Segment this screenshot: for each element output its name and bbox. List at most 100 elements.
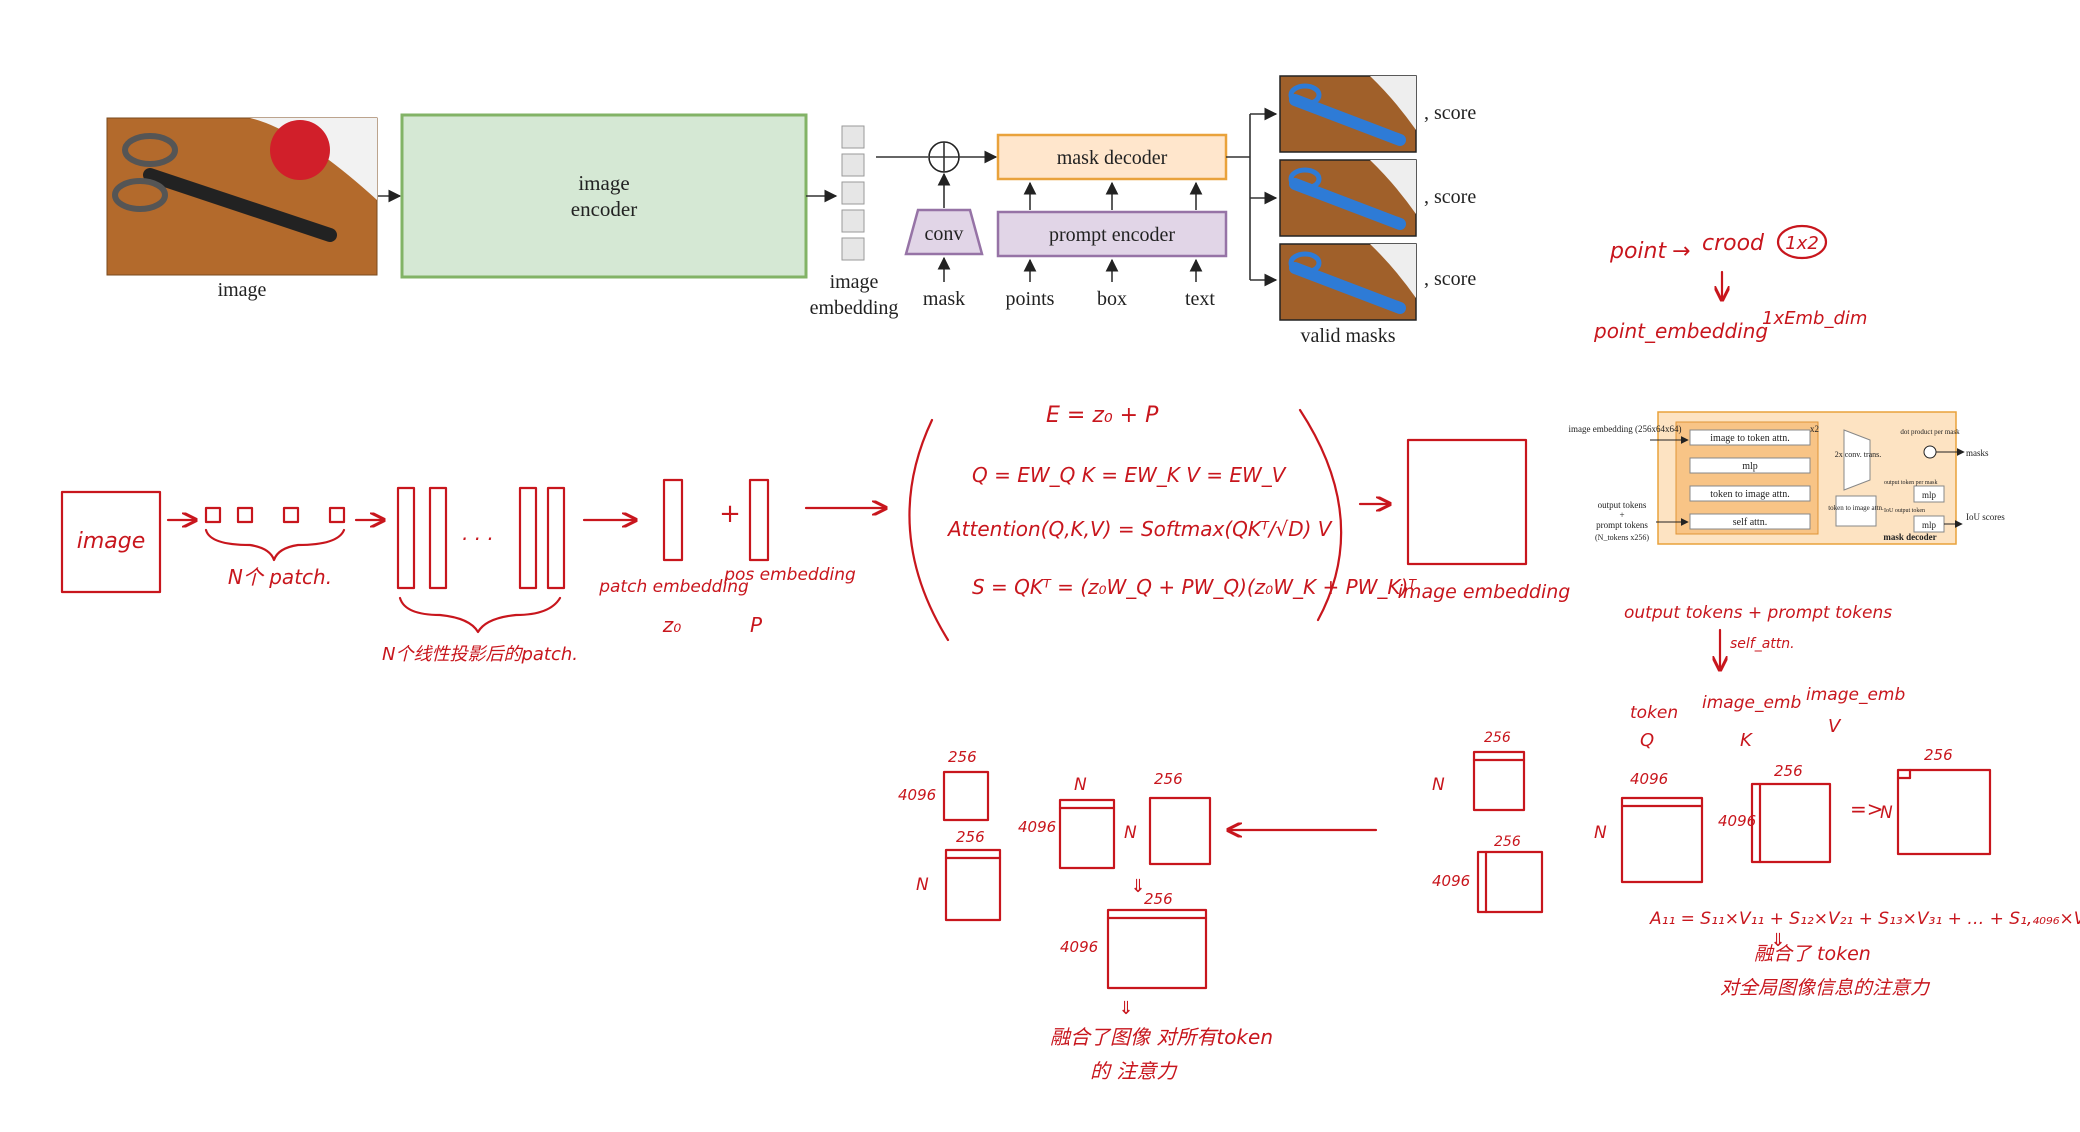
fig-plus: + bbox=[1619, 510, 1624, 520]
a11-equation: A₁₁ = S₁₁×V₁₁ + S₁₂×V₂₁ + S₁₃×V₃₁ + … + … bbox=[1649, 909, 2080, 929]
dim-256-b: 256 bbox=[1924, 746, 1953, 764]
qkv-equation: Q = EW_Q K = EW_K V = EW_V bbox=[972, 463, 1287, 487]
dim-4096-f: 4096 bbox=[1060, 938, 1098, 956]
self-attn-label: self_attn. bbox=[1730, 636, 1795, 652]
prompt-encoder-label: prompt encoder bbox=[1049, 224, 1175, 246]
fig-iou-scores: IoU scores bbox=[1966, 512, 2005, 522]
dim-n-a: N bbox=[1594, 823, 1607, 843]
embedding-label-2: embedding bbox=[810, 297, 899, 319]
z0-label: z₀ bbox=[662, 613, 682, 637]
note-arrow: → bbox=[1672, 239, 1690, 264]
dim-256-f: 256 bbox=[956, 828, 985, 846]
fig-x2: x2 bbox=[1810, 424, 1819, 434]
note-shape: 1x2 bbox=[1785, 233, 1819, 254]
n-patch-label: N个 patch. bbox=[228, 565, 332, 589]
pos-embedding-label: pos embedding bbox=[723, 565, 856, 585]
mask-output-3 bbox=[1279, 243, 1417, 321]
mask-input-label: mask bbox=[923, 288, 965, 310]
valid-masks-label: valid masks bbox=[1301, 325, 1396, 347]
notes-result-matrices: 256 4096 256 N N 4096 256 N ⇓ 256 4096 ⇓… bbox=[898, 748, 1273, 1083]
note-point-embedding: point_embedding bbox=[1593, 319, 1768, 343]
dim-n-b: N bbox=[1880, 803, 1893, 823]
patch-embedding-label: patch embedding bbox=[598, 577, 749, 597]
image-box bbox=[60, 490, 162, 594]
dim-4096-d: 4096 bbox=[898, 786, 936, 804]
tokens-line: output tokens + prompt tokens bbox=[1624, 603, 1892, 623]
v-label: V bbox=[1828, 716, 1842, 737]
conv-label: conv bbox=[925, 223, 964, 245]
mask-decoder-block bbox=[996, 133, 1228, 181]
image-embedding-label: image embedding bbox=[1398, 581, 1571, 603]
fig-mlp-2: mlp bbox=[1922, 490, 1937, 500]
fig-iou-output-token: IoU output token bbox=[1884, 508, 1925, 514]
input-photo bbox=[106, 117, 378, 276]
mask-decoder-label: mask decoder bbox=[1057, 147, 1168, 169]
plus-sign: + bbox=[719, 499, 741, 529]
fused-token-1: 融合了 token bbox=[1754, 943, 1871, 965]
dim-256-a: 256 bbox=[1774, 762, 1803, 780]
image-emb-k-label: image_emb bbox=[1702, 693, 1801, 713]
image-box-label: image bbox=[77, 529, 146, 554]
prompt-encoder-block bbox=[996, 210, 1228, 258]
k-label: K bbox=[1740, 730, 1753, 751]
attention-equation: Attention(Q,K,V) = Softmax(QKᵀ/√D) V bbox=[946, 517, 1333, 541]
fig-token-to-image-2: token to image attn. bbox=[1828, 504, 1884, 512]
s-equation: S = QKᵀ = (z₀W_Q + PW_Q)(z₀W_K + PW_K)ᵀ bbox=[972, 575, 1417, 599]
svg-text:⇓: ⇓ bbox=[1118, 998, 1133, 1019]
score-label-3: , score bbox=[1424, 268, 1476, 290]
dim-256-d: 256 bbox=[1494, 834, 1521, 850]
dim-4096-e: 4096 bbox=[1018, 818, 1056, 836]
fig-mlp-3: mlp bbox=[1922, 520, 1937, 530]
fig-output-tokens: output tokens bbox=[1598, 500, 1647, 510]
notes-cross-attention: output tokens + prompt tokens self_attn.… bbox=[1228, 603, 2080, 999]
fig-self-attn: self attn. bbox=[1733, 517, 1767, 528]
image-embedding-box bbox=[1406, 438, 1528, 566]
p-label: P bbox=[750, 613, 763, 637]
fig-image-to-token: image to token attn. bbox=[1710, 433, 1789, 444]
fig-token-to-image: token to image attn. bbox=[1710, 489, 1789, 500]
notes-vit-flow: image N个 patch. . . . N个线性投影后的patch. + p… bbox=[60, 403, 1571, 665]
note-coord: crood bbox=[1702, 231, 1765, 256]
mask-decoder-figure: image to token attn. mlp token to image … bbox=[1569, 411, 2005, 545]
fig-dot-product: dot product per mask bbox=[1900, 428, 1960, 436]
notes-point-embedding: point → crood 1x2 point_embedding 1xEmb_… bbox=[1593, 224, 1867, 343]
token-label: token bbox=[1630, 703, 1678, 723]
fig-output-token-per-mask: output token per mask bbox=[1884, 480, 1938, 486]
mask-output-2 bbox=[1279, 159, 1417, 237]
points-label: points bbox=[1006, 288, 1055, 310]
box-label: box bbox=[1097, 288, 1127, 310]
fig-mlp: mlp bbox=[1742, 461, 1758, 472]
score-label-2: , score bbox=[1424, 186, 1476, 208]
dim-256-c: 256 bbox=[1484, 730, 1511, 746]
dim-4096-a: 4096 bbox=[1630, 770, 1668, 788]
embedding-label-1: image bbox=[830, 271, 879, 293]
fused-image-1: 融合了图像 对所有token bbox=[1050, 1025, 1273, 1049]
dim-4096-b: 4096 bbox=[1718, 812, 1756, 830]
dim-4096-c: 4096 bbox=[1432, 872, 1470, 890]
dim-n-c: N bbox=[1432, 775, 1445, 795]
sam-pipeline: image image encoder image embedding conv… bbox=[106, 75, 1476, 347]
dim-256-h: 256 bbox=[1144, 890, 1173, 908]
image-label: image bbox=[218, 279, 267, 301]
fig-masks: masks bbox=[1966, 448, 1989, 458]
conv-block bbox=[904, 208, 984, 256]
dim-n-f: N bbox=[1124, 823, 1137, 843]
fused-token-2: 对全局图像信息的注意力 bbox=[1720, 977, 1931, 999]
fused-image-2: 的 注意力 bbox=[1090, 1059, 1178, 1083]
svg-text:⇓: ⇓ bbox=[1130, 876, 1145, 897]
fig-image-embedding: image embedding (256x64x64) bbox=[1569, 424, 1682, 434]
dim-n-e: N bbox=[1074, 775, 1087, 795]
embedding-stack bbox=[841, 125, 865, 261]
fig-prompt-tokens: prompt tokens bbox=[1596, 520, 1648, 530]
fig-conv-trans: 2x conv. trans. bbox=[1835, 450, 1882, 459]
dots-label: . . . bbox=[462, 521, 494, 545]
dim-n-d: N bbox=[916, 875, 929, 895]
implies-arrow: => bbox=[1850, 797, 1884, 821]
q-label: Q bbox=[1640, 730, 1654, 751]
dim-256-e: 256 bbox=[948, 748, 977, 766]
svg-text:⇓: ⇓ bbox=[1770, 930, 1785, 951]
encoder-label-1: image bbox=[578, 171, 629, 195]
note-emb-dim: 1xEmb_dim bbox=[1762, 308, 1867, 329]
encoder-label-2: encoder bbox=[571, 197, 637, 221]
